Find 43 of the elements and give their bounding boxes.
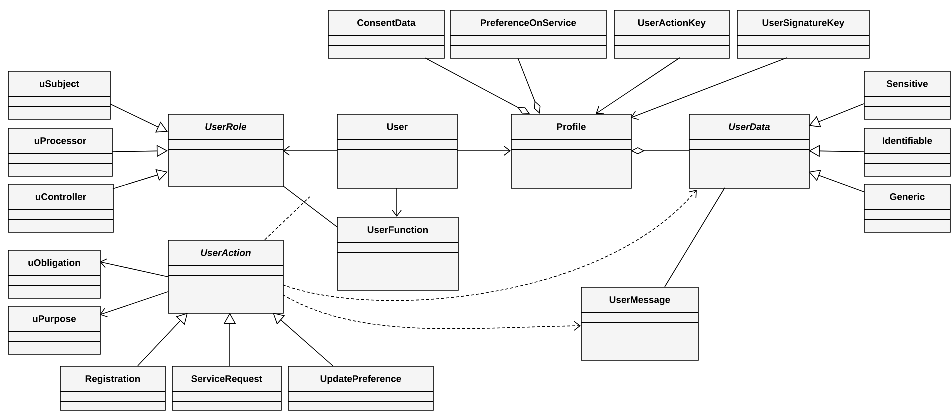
class-box: UserSignatureKey [736, 10, 870, 59]
dashed-line [264, 196, 310, 240]
class-box: uProcessor [8, 128, 113, 177]
arrow [424, 58, 530, 114]
dashed-arrow [282, 294, 581, 331]
class-box: UserMessage [580, 287, 699, 361]
class-box: uController [8, 184, 114, 233]
arrow [809, 104, 864, 128]
connector-line [664, 188, 726, 288]
class-box: UserRole [168, 114, 284, 187]
class-box: Profile [510, 114, 632, 189]
class-box: UserAction [168, 240, 284, 314]
dashed-arrow [282, 190, 697, 302]
arrow [631, 58, 788, 120]
arrow [112, 169, 168, 190]
class-box: UserData [688, 114, 810, 189]
class-box: ConsentData [328, 10, 445, 59]
class-box: PreferenceOnService [450, 10, 607, 59]
class-box: Generic [864, 184, 951, 233]
arrow [138, 313, 188, 366]
arrow [392, 188, 402, 217]
class-box: UserActionKey [614, 10, 730, 59]
class-box: UserFunction [336, 217, 459, 291]
class-box: uObligation [8, 250, 101, 299]
class-box: uPurpose [8, 306, 101, 355]
arrow [110, 104, 168, 133]
class-box: Sensitive [864, 71, 951, 120]
connector-line [282, 186, 338, 228]
class-box: uSubject [8, 71, 111, 120]
arrow [283, 146, 338, 156]
class-box: ServiceRequest [172, 366, 282, 411]
arrow [100, 258, 168, 278]
arrow [518, 58, 541, 114]
arrow [456, 146, 511, 156]
arrow [809, 145, 864, 158]
class-box: User [336, 114, 458, 189]
class-box: UpdatePreference [288, 366, 434, 411]
class-box: Identifiable [864, 128, 951, 177]
arrow [809, 170, 864, 192]
arrow [273, 313, 334, 366]
arrow [100, 292, 168, 318]
arrow [596, 58, 680, 114]
class-box: Registration [60, 366, 166, 411]
